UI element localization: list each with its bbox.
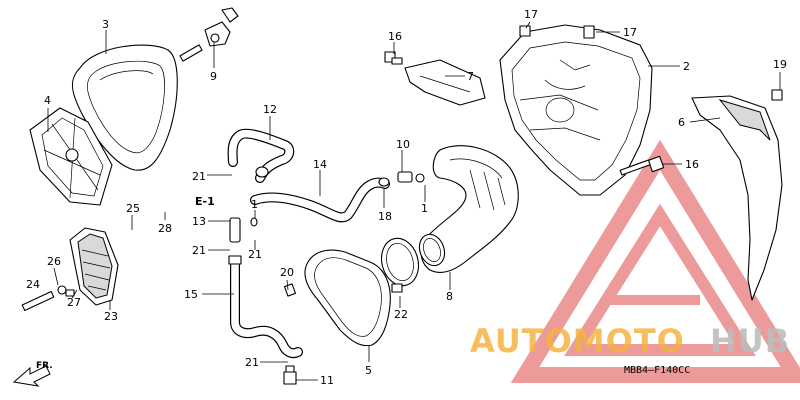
callout-23: 23 (104, 310, 118, 323)
front-direction-marker: FR. (12, 361, 53, 387)
callout-3: 3 (102, 18, 109, 31)
part-air-box-gasket (304, 249, 391, 347)
watermark-text-part2: HUB (710, 322, 790, 360)
part-filter-holder (69, 227, 119, 306)
callout-16-b: 16 (685, 158, 699, 171)
part-case-bolt-right (619, 155, 665, 176)
callout-5: 5 (365, 364, 372, 377)
callout-27: 27 (67, 296, 81, 309)
part-drain-bolt (179, 7, 239, 62)
callout-11: 11 (320, 374, 334, 387)
part-hose-clip (378, 177, 390, 187)
part-clamp-band (380, 237, 420, 293)
watermark-logo (510, 139, 800, 383)
callout-20: 20 (280, 266, 294, 279)
part-case-bolts (519, 25, 595, 39)
part-breather-hose (227, 128, 295, 183)
callout-12: 12 (263, 103, 277, 116)
part-drain-tube (228, 255, 303, 359)
callout-22: 22 (394, 308, 408, 321)
callout-15: 15 (184, 288, 198, 301)
callout-16-a: 16 (388, 30, 402, 43)
callout-7: 7 (467, 70, 474, 83)
watermark-text: AUTOMOTO HUB (470, 322, 790, 360)
part-mud-guard (691, 95, 783, 301)
callout-8: 8 (446, 290, 453, 303)
part-intake-duct (418, 145, 519, 273)
callout-28: 28 (158, 222, 172, 235)
front-label: FR. (36, 361, 53, 371)
callout-e1: E-1 (195, 195, 215, 208)
part-air-filter-element (71, 44, 178, 171)
part-case-bracket (384, 51, 486, 106)
part-screw (283, 283, 297, 297)
callout-21-d: 21 (245, 356, 259, 369)
callout-18: 18 (378, 210, 392, 223)
callout-2: 2 (683, 60, 690, 73)
callout-13: 13 (192, 215, 206, 228)
callout-17-a: 17 (524, 8, 538, 21)
callout-21-c: 21 (248, 248, 262, 261)
callout-14: 14 (313, 158, 327, 171)
part-drain-hose (250, 177, 390, 223)
callout-1-b: 1 (421, 202, 428, 215)
watermark-triangle-inner (564, 203, 756, 356)
callout-25: 25 (126, 202, 140, 215)
callout-17-b: 17 (623, 26, 637, 39)
callout-9: 9 (210, 70, 217, 83)
part-air-cleaner-case (499, 24, 653, 196)
front-arrow-icon (12, 365, 51, 387)
part-fender-bolt (771, 89, 783, 101)
watermark-triangle-outer (510, 139, 800, 383)
callout-6: 6 (678, 116, 685, 129)
watermark-text-part1: AUTOMOTO (470, 322, 685, 360)
callout-21-a: 21 (192, 170, 206, 183)
leader-lines (47, 21, 781, 381)
callout-26: 26 (47, 255, 61, 268)
callout-24: 24 (26, 278, 40, 291)
part-hose-fitting (397, 171, 425, 183)
part-filter-cage (29, 107, 113, 206)
callout-4: 4 (44, 94, 51, 107)
callout-labels: 3 9 4 12 21 E-1 14 25 28 13 1 21 21 26 2… (26, 8, 787, 387)
callout-21-b: 21 (192, 244, 206, 257)
part-tube-plug (283, 365, 297, 385)
diagram-code: MBB4—F140CC (624, 365, 690, 376)
callout-10: 10 (396, 138, 410, 151)
part-filter-bolt (21, 285, 75, 312)
callout-1-a: 1 (251, 198, 258, 211)
callout-19: 19 (773, 58, 787, 71)
part-tube-joint (229, 217, 258, 243)
